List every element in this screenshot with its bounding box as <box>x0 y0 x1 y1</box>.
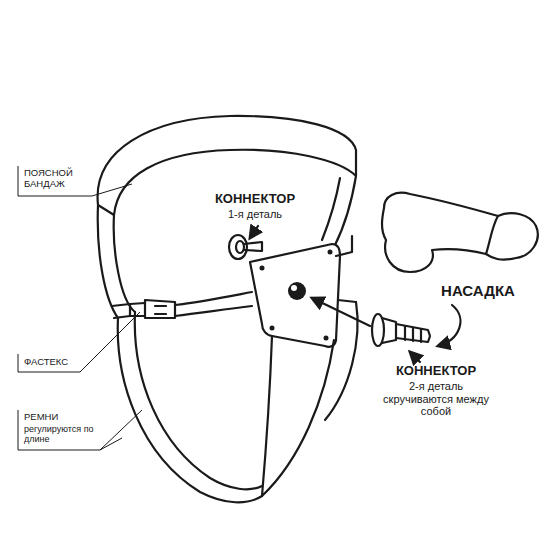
part-name: КОННЕКТОР <box>380 364 492 379</box>
arrow <box>312 298 370 326</box>
arrow <box>410 352 420 362</box>
waist-band-left <box>98 205 118 318</box>
connector-pin <box>244 242 262 251</box>
adjustable-strap <box>135 312 262 489</box>
front-plate <box>250 244 340 347</box>
arrow <box>438 305 460 346</box>
leader-line <box>18 410 142 450</box>
side-strap <box>175 292 252 316</box>
plate-hole <box>288 282 306 300</box>
attachment <box>382 193 538 272</box>
lower-pouch <box>262 336 334 496</box>
part-note: 2-я деталь скручиваются между собой <box>378 380 494 418</box>
buckle <box>145 300 175 318</box>
part-name: КОННЕКТОР <box>200 192 310 207</box>
part-name: НАСАДКА <box>418 282 538 299</box>
waist-band-inner <box>114 215 135 312</box>
arrow <box>250 226 258 238</box>
leader-line <box>18 166 132 196</box>
part-name: РЕМНИ <box>24 412 114 423</box>
part-name: ПОЯСНОЙ БАНДАЖ <box>24 168 94 190</box>
part-name: ФАСТЕКС <box>24 357 94 368</box>
connector-part-1 <box>229 235 247 259</box>
waist-band <box>98 116 356 215</box>
part-note: регулируются по длине <box>24 424 114 445</box>
strap-right <box>336 236 356 302</box>
side-strap-left <box>112 304 130 318</box>
adjustable-strap-right <box>325 302 358 420</box>
adjustable-strap <box>118 318 262 502</box>
waist-band-inner-right <box>322 178 340 240</box>
part-note: 1-я деталь <box>200 208 310 221</box>
leader-line <box>18 312 140 372</box>
